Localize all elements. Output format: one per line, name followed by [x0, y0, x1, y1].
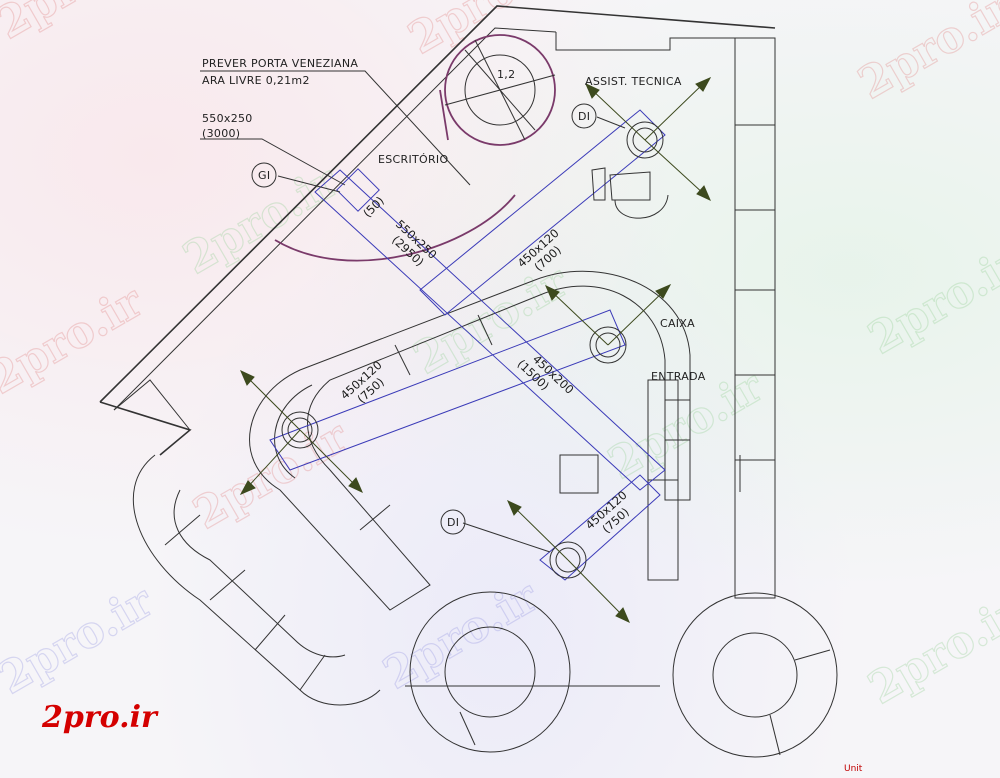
- gi-tag-circle: [251, 162, 277, 188]
- unit-label: Unit: [844, 764, 863, 774]
- svg-text:2pro.ir: 2pro.ir: [0, 276, 152, 405]
- outer-walls: [99, 5, 776, 456]
- tech-support-label: ASSIST. TECNICA: [585, 75, 682, 88]
- spiral-stair: 1,2: [274, 34, 556, 262]
- left-curved-counter: [132, 454, 381, 706]
- di-tag-bottom: DI: [447, 516, 459, 529]
- entrance-label: ENTRADA: [651, 370, 706, 383]
- svg-text:2pro.ir: 2pro.ir: [0, 576, 162, 705]
- office-label: ESCRITÓRIO: [378, 153, 448, 166]
- central-island: [249, 270, 691, 611]
- ductwork: [269, 109, 666, 581]
- svg-text:2pro.ir: 2pro.ir: [850, 0, 1000, 110]
- free-area-note: ARA LIVRE 0,21m2: [202, 74, 310, 87]
- duct-labels: 550x250 (2950) 450x120 (700) 450x120 (75…: [338, 194, 632, 536]
- site-logo: 2pro.ir: [42, 700, 157, 735]
- svg-text:1,2: 1,2: [497, 68, 515, 81]
- watermark-layer: 2pro.ir 2pro.ir 2pro.ir 2pro.ir 2pro.ir …: [0, 0, 1000, 715]
- bottom-circular-displays: [405, 591, 838, 758]
- leader-lines: [200, 70, 626, 553]
- annotation-text: PREVER PORTA VENEZIANA ARA LIVRE 0,21m2 …: [202, 57, 706, 529]
- venetian-door-note: PREVER PORTA VENEZIANA: [202, 57, 358, 70]
- di-tag-circle-top: [571, 103, 597, 129]
- tech-room-equipment: [559, 167, 669, 494]
- gi-tag: GI: [258, 169, 270, 182]
- svg-text:2pro.ir: 2pro.ir: [860, 236, 1000, 365]
- cashier-label: CAIXA: [660, 317, 695, 330]
- di-tag-top: DI: [578, 110, 590, 123]
- svg-text:2pro.ir: 2pro.ir: [0, 0, 160, 50]
- duct-label-branch: (50): [360, 194, 387, 221]
- di-tag-circle-bottom: [440, 509, 466, 535]
- svg-text:2pro.ir: 2pro.ir: [185, 411, 357, 540]
- main-duct-size: 550x250: [202, 112, 253, 125]
- main-duct-flow: (3000): [202, 127, 240, 140]
- svg-text:2pro.ir: 2pro.ir: [375, 571, 547, 700]
- air-flow-arrows: [239, 76, 712, 623]
- svg-text:2pro.ir: 2pro.ir: [860, 586, 1000, 715]
